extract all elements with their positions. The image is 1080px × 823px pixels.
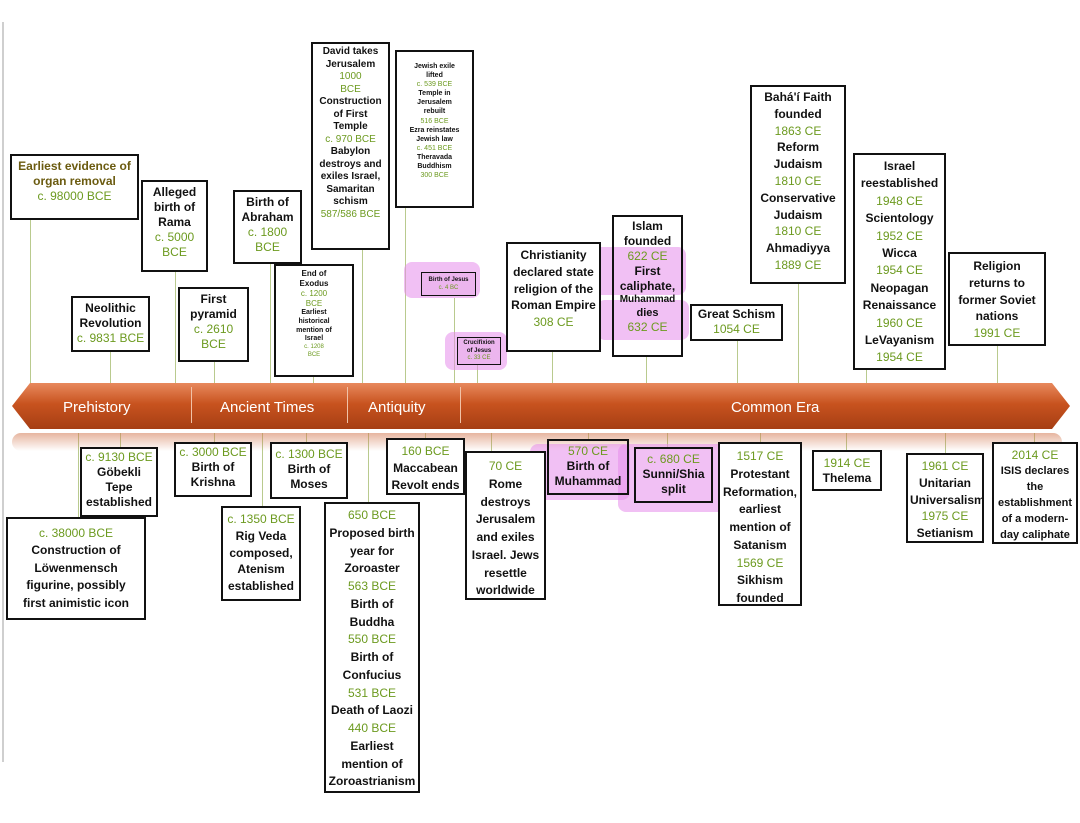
event-box-lowenmensch: c. 38000 BCE Construction of Löwenmensch… — [6, 517, 146, 620]
connector — [30, 220, 31, 385]
event-box-jewish-exile: Jewish exile lifted c. 539 BCE Temple in… — [395, 50, 474, 208]
connector — [646, 357, 647, 385]
connector — [477, 365, 478, 385]
connector — [78, 433, 79, 517]
connector — [737, 341, 738, 385]
event-box-rama: Alleged birth of Rama c. 5000 BCE — [141, 180, 208, 272]
highlight — [592, 247, 686, 295]
connector — [405, 208, 406, 385]
event-box-sunni-shia-split: c. 680 CE Sunni/Shia split — [634, 447, 713, 503]
event-box-moses: c. 1300 BCE Birth of Moses — [270, 442, 348, 499]
event-box-exodus: End of Exodus c. 1200 BCE Earliest histo… — [274, 264, 354, 377]
era-label-prehistory: Prehistory — [63, 399, 131, 416]
connector — [110, 352, 111, 385]
event-box-pyramid: First pyramid c. 2610 BCE — [178, 287, 249, 362]
connector — [270, 264, 271, 385]
connector — [552, 352, 553, 385]
event-box-israel-reestablished: Israel reestablished 1948 CE Scientology… — [853, 153, 946, 370]
connector — [368, 433, 369, 502]
left-edge-line — [2, 22, 4, 762]
event-box-islam: Islam founded 622 CE First caliphate, Mu… — [612, 215, 683, 357]
event-box-christianity: Christianity declared state religion of … — [506, 242, 601, 352]
connector — [262, 433, 263, 506]
highlight — [618, 444, 728, 512]
event-box-maccabean: 160 BCE Maccabean Revolt ends — [386, 438, 465, 495]
event-box-david: David takes Jerusalem 1000 BCE Construct… — [311, 42, 390, 250]
event-box-rome-destroys: 70 CE Rome destroys Jerusalem and exiles… — [465, 451, 546, 600]
event-box-soviet-nations: Religion returns to former Soviet nation… — [948, 252, 1046, 346]
connector — [997, 346, 998, 385]
event-box-bahai: Bahá'í Faith founded 1863 CE Reform Juda… — [750, 85, 846, 284]
era-divider — [191, 387, 192, 423]
era-divider — [460, 387, 461, 423]
event-box-crucifixion: Crucifixion of Jesus c. 33 CE — [457, 337, 501, 365]
event-box-gobekli-tepe: c. 9130 BCE Göbekli Tepe established — [80, 447, 158, 517]
timeline-bar — [12, 383, 1070, 429]
era-divider — [347, 387, 348, 423]
event-box-birth-of-jesus: Birth of Jesus c. 4 BC — [421, 272, 476, 296]
event-box-zoroaster: 650 BCE Proposed birth year for Zoroaste… — [324, 502, 420, 793]
connector — [214, 362, 215, 385]
event-box-krishna: c. 3000 BCE Birth of Krishna — [174, 442, 252, 497]
event-box-unitarian: 1961 CE Unitarian Universalism 1975 CE S… — [906, 453, 984, 543]
event-box-organ-removal: Earliest evidence of organ removal c. 98… — [10, 154, 139, 220]
connector — [362, 250, 363, 385]
event-box-rig-veda: c. 1350 BCE Rig Veda composed, Atenism e… — [221, 506, 301, 601]
event-box-abraham: Birth of Abraham c. 1800 BCE — [233, 190, 302, 264]
connector — [866, 370, 867, 385]
event-box-reformation: 1517 CE Protestant Reformation, earliest… — [718, 442, 802, 606]
event-box-isis-caliphate: 2014 CE ISIS declares the establishment … — [992, 442, 1078, 544]
event-box-neolithic: Neolithic Revolution c. 9831 BCE — [71, 296, 150, 352]
event-box-great-schism: Great Schism 1054 CE — [690, 304, 783, 341]
event-box-thelema: 1914 CE Thelema — [812, 450, 882, 491]
highlight — [530, 444, 630, 500]
era-label-antiquity: Antiquity — [368, 399, 426, 416]
event-box-birth-of-muhammad: 570 CE Birth of Muhammad — [547, 439, 629, 495]
connector — [175, 272, 176, 385]
era-label-ancient-times: Ancient Times — [220, 399, 315, 416]
connector — [313, 377, 314, 385]
era-label-common-era: Common Era — [731, 399, 820, 416]
connector — [798, 284, 799, 385]
